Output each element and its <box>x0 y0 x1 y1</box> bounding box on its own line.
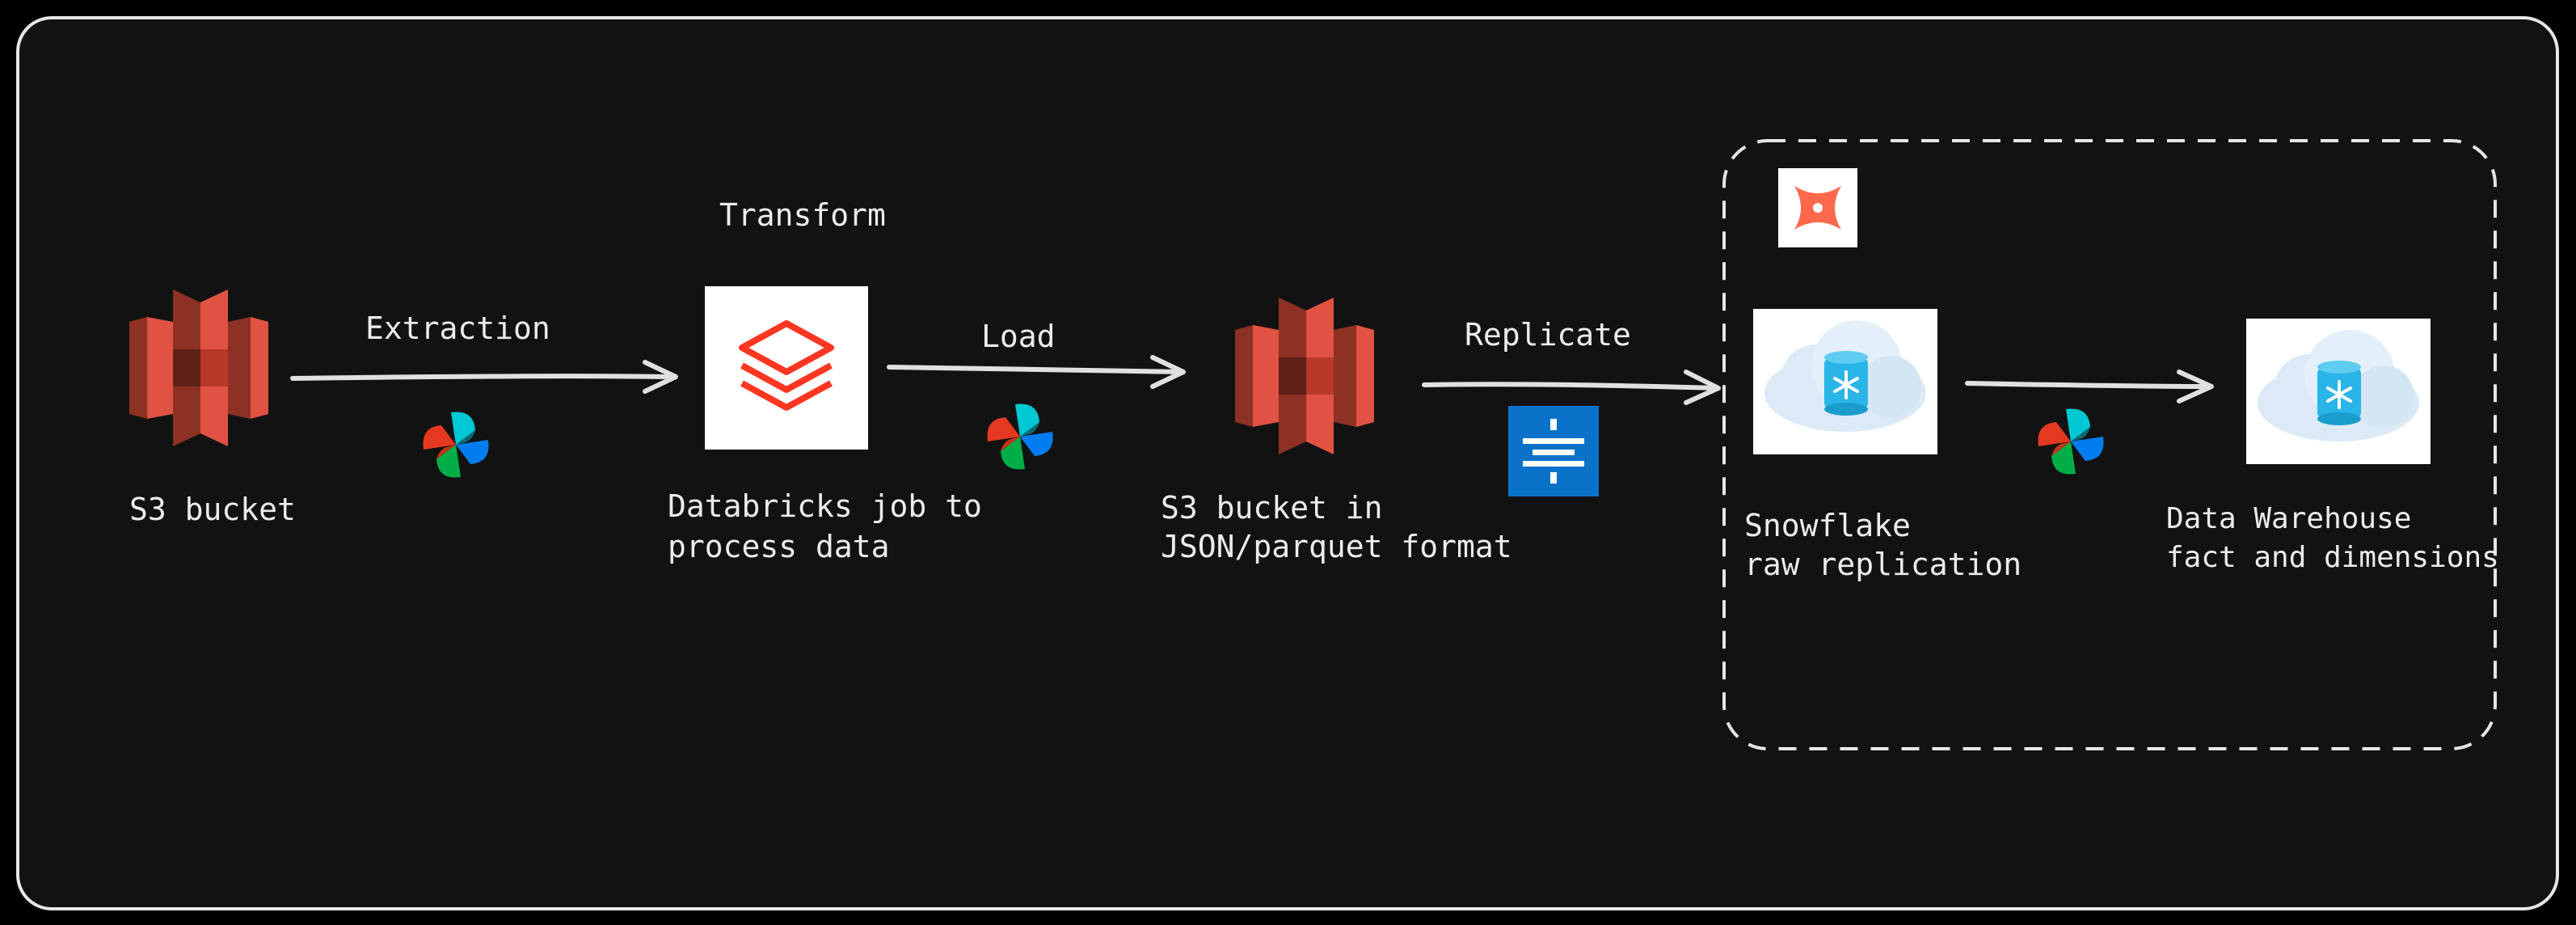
fivetran-icon <box>1508 406 1599 496</box>
warehouse-load-arrow <box>1965 370 2214 403</box>
load-label: Load <box>981 319 1056 354</box>
airflow-icon <box>2038 408 2104 475</box>
s3-target-label-line1: S3 bucket in <box>1161 490 1383 526</box>
replicate-arrow <box>1422 370 1721 405</box>
snowflake-cloud-icon <box>2245 317 2432 466</box>
snowflake-raw-label-line2: raw replication <box>1744 547 2022 582</box>
extraction-label: Extraction <box>365 310 550 346</box>
replicate-label: Replicate <box>1465 317 1631 353</box>
warehouse-label-line1: Data Warehouse <box>2166 502 2412 535</box>
databricks-label-line1: Databricks job to <box>668 488 982 524</box>
snowflake-group-boundary <box>1722 139 2497 750</box>
s3-bucket-icon <box>129 289 268 446</box>
airflow-icon <box>987 403 1053 470</box>
extraction-arrow <box>290 360 678 394</box>
snowflake-raw-label-line1: Snowflake <box>1744 508 1911 543</box>
dbt-icon <box>1778 168 1857 247</box>
airflow-icon <box>423 412 489 478</box>
load-arrow <box>887 355 1186 389</box>
warehouse-label-line2: fact and dimensions <box>2166 541 2499 574</box>
databricks-icon <box>705 286 868 450</box>
s3-source-label: S3 bucket <box>129 492 296 527</box>
snowflake-cloud-icon <box>1752 307 1939 456</box>
databricks-label-line2: process data <box>668 529 890 564</box>
transform-label: Transform <box>719 197 886 233</box>
s3-target-label-line2: JSON/parquet format <box>1161 529 1512 564</box>
s3-bucket-icon <box>1235 298 1374 454</box>
